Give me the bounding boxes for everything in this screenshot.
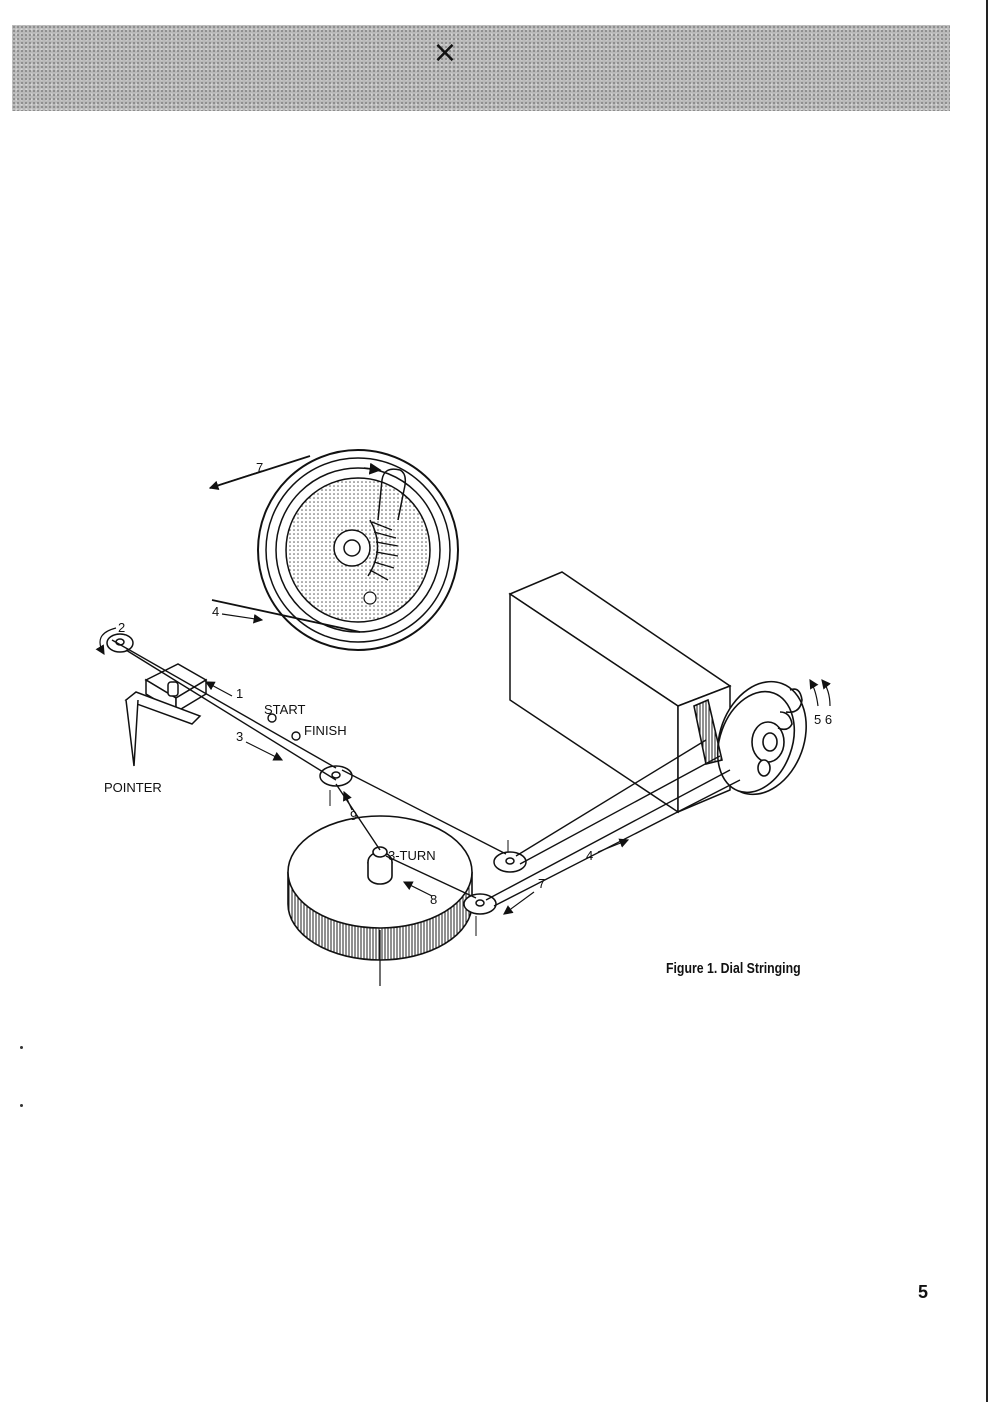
page-number: 5: [918, 1282, 929, 1302]
label-arrow-2: 2: [118, 620, 125, 635]
label-arrow-7: 7: [538, 876, 545, 891]
page-edge-rule: [986, 0, 988, 1402]
pointer-assembly: [124, 663, 208, 767]
drum-inset: [208, 449, 459, 651]
label-arrow-1: 1: [236, 686, 243, 701]
header-band: [12, 25, 950, 111]
flywheel: [287, 815, 473, 986]
label-finish: FINISH: [304, 723, 347, 738]
direction-arrows: [95, 627, 831, 915]
drive-pulley: [693, 680, 807, 796]
label-arrow-7-inset: 7: [256, 460, 263, 475]
label-arrow-5-6: 5 6: [814, 712, 832, 727]
label-arrow-4-inset: 4: [212, 604, 219, 619]
tuning-capacitor-box: [508, 571, 732, 814]
figure-caption: Figure 1. Dial Stringing: [666, 960, 801, 977]
label-arrow-8: 8: [430, 892, 437, 907]
label-arrow-9: 9: [350, 808, 357, 823]
scan-speck: [20, 1104, 23, 1107]
label-arrow-4: 4: [586, 848, 593, 863]
label-3-turn: 3-TURN: [388, 848, 436, 863]
close-mark-icon: ×: [432, 35, 458, 70]
scan-speck: [20, 1046, 23, 1049]
label-pointer: POINTER: [104, 780, 162, 795]
label-arrow-3: 3: [236, 729, 243, 744]
label-start: START: [264, 702, 305, 717]
dial-cord: [111, 639, 741, 907]
